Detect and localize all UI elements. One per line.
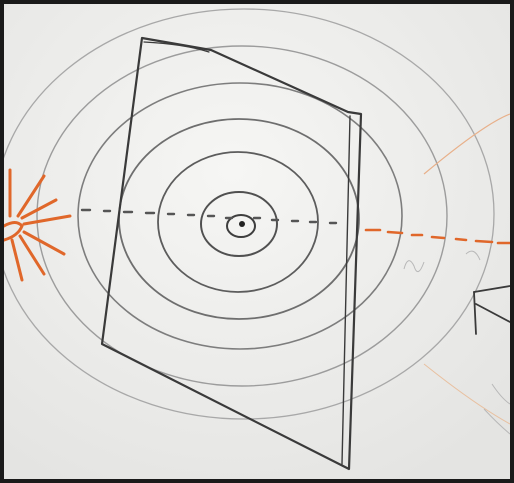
center-dot (239, 221, 245, 227)
paper-background (4, 4, 510, 479)
sketch-drawing (4, 4, 510, 479)
